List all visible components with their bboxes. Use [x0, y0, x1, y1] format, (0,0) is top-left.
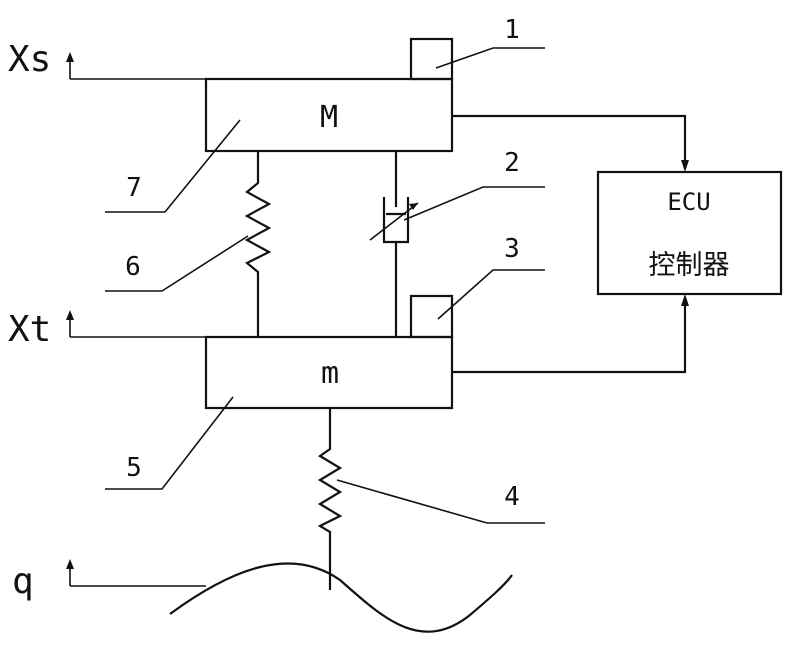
callout-3-number: 3 — [504, 234, 520, 264]
ecu-label: ECU — [667, 188, 710, 216]
callout-2: 2 — [404, 148, 545, 220]
callout-6-number: 6 — [125, 252, 141, 282]
xt-label: Xt — [8, 309, 51, 350]
signal-line-body-to-ecu — [452, 116, 689, 172]
ecu-input-arrow-icon — [681, 160, 689, 172]
callout-5-number: 5 — [126, 453, 142, 483]
road-surface-curve — [170, 563, 512, 631]
q-label: q — [12, 561, 34, 602]
xs-reference: Xs — [8, 39, 206, 80]
sensor-3-wheel-accelerometer — [411, 296, 452, 337]
sprung-mass-label: M — [320, 100, 338, 135]
signal-line-wheel-to-ecu — [452, 294, 689, 372]
callout-1-number: 1 — [504, 15, 520, 45]
callout-4: 4 — [337, 480, 545, 523]
q-reference: q — [12, 559, 206, 602]
q-arrow-icon — [66, 559, 74, 569]
callout-7-number: 7 — [126, 173, 142, 203]
suspension-spring — [247, 151, 269, 337]
xt-reference: Xt — [8, 309, 206, 350]
controller-label: 控制器 — [649, 250, 730, 281]
callout-7: 7 — [105, 120, 240, 212]
ecu-input-arrow-2-icon — [681, 294, 689, 306]
callout-2-number: 2 — [504, 148, 520, 178]
xs-arrow-icon — [66, 52, 74, 62]
tire-spring — [320, 408, 340, 590]
callout-6: 6 — [105, 236, 248, 291]
unsprung-mass-label: m — [321, 356, 339, 391]
xt-arrow-icon — [66, 310, 74, 320]
callout-4-number: 4 — [504, 482, 520, 512]
callout-3: 3 — [438, 234, 545, 319]
callout-5: 5 — [105, 397, 233, 489]
xs-label: Xs — [8, 39, 51, 80]
sensor-1-body-accelerometer — [411, 39, 452, 79]
